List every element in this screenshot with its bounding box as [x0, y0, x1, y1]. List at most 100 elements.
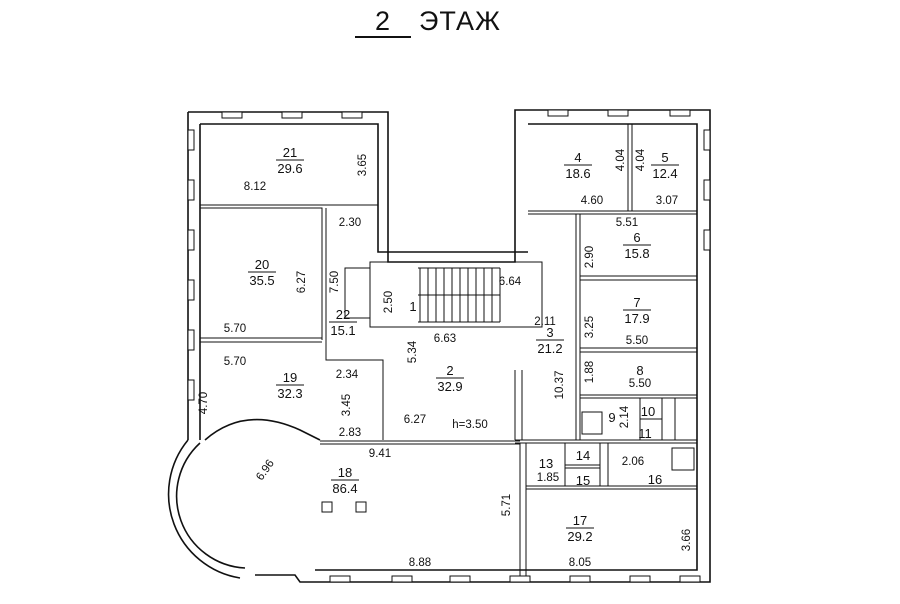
window [187, 129, 195, 151]
dimension-label: 3.25 [584, 316, 596, 338]
room-area: 35.5 [249, 273, 274, 288]
room-number: 9 [608, 410, 615, 425]
dimension-label: 3.66 [681, 529, 693, 551]
dimension-label: 1.88 [584, 361, 596, 383]
window [449, 575, 471, 583]
room-number: 6 [633, 230, 640, 245]
dimension-label: 5.71 [501, 494, 513, 516]
column [355, 501, 367, 513]
room-area: 29.2 [567, 529, 592, 544]
dimension-label: 8.12 [244, 181, 266, 193]
window [569, 575, 591, 583]
dimension-label: 5.70 [224, 323, 246, 335]
room-13: 13 [539, 456, 553, 471]
dimension-label: 6.27 [404, 414, 426, 426]
room-15: 15 [576, 473, 590, 488]
dimension-label: 2.30 [339, 217, 361, 229]
window [187, 179, 195, 201]
room-area: 32.3 [277, 386, 302, 401]
dimension-label: 2.90 [584, 246, 596, 268]
dimension-label: 9.41 [369, 448, 391, 460]
room-area: 15.1 [330, 323, 355, 338]
window [187, 229, 195, 251]
column [321, 501, 333, 513]
room-1: 1 [409, 299, 416, 314]
window [703, 179, 711, 201]
room-number: 18 [338, 465, 352, 480]
room-number: 22 [336, 307, 350, 322]
room-9: 9 [608, 410, 615, 425]
window [547, 109, 569, 117]
room-number: 16 [648, 472, 662, 487]
room-2: 232.9 [436, 363, 464, 394]
window [679, 575, 701, 583]
room-area: 21.2 [537, 341, 562, 356]
window [281, 111, 303, 119]
room-number: 7 [633, 295, 640, 310]
room-5: 512.4 [651, 150, 679, 181]
dimension-label: 7.50 [329, 271, 341, 293]
dimension-label: 6.63 [434, 333, 456, 345]
dimension-label: 2.11 [534, 316, 556, 328]
room-number: 8 [636, 363, 643, 378]
room-area: 15.8 [624, 246, 649, 261]
room-area: 12.4 [652, 166, 677, 181]
dimension-label: 3.65 [357, 154, 369, 176]
room-number: 11 [638, 426, 652, 441]
window [329, 575, 351, 583]
window [607, 109, 629, 117]
dimension-label: 5.50 [626, 335, 648, 347]
window [703, 229, 711, 251]
room-number: 10 [641, 404, 655, 419]
room-number: 19 [283, 370, 297, 385]
window [629, 575, 651, 583]
room-number: 14 [576, 448, 590, 463]
dimension-label: 4.04 [615, 148, 627, 171]
dimension-label: 5.34 [407, 340, 419, 363]
room-11: 11 [638, 426, 652, 441]
floor-label: ЭТАЖ [419, 6, 501, 36]
dimension-label: 6.64 [499, 276, 522, 288]
dimension-label: 2.06 [622, 456, 644, 468]
room-number: 2 [446, 363, 453, 378]
room-area: 86.4 [332, 481, 357, 496]
floor-title: 2 ЭТАЖ [355, 6, 501, 38]
window [391, 575, 413, 583]
floor-number: 2 [355, 6, 411, 38]
room-number: 20 [255, 257, 269, 272]
room-8: 8 [636, 363, 643, 378]
room-number: 13 [539, 456, 553, 471]
room-area: 29.6 [277, 161, 302, 176]
window [509, 575, 531, 583]
dimension-label: 4.04 [635, 148, 647, 171]
dimension-label: 2.14 [619, 405, 631, 428]
room-labels: 2129.62035.52215.11932.3232.91418.6512.4… [248, 145, 679, 544]
dimension-label: 4.60 [581, 195, 603, 207]
dimension-label: 8.05 [569, 557, 591, 569]
dimension-label: 5.70 [224, 356, 246, 368]
dimension-label: 6.96 [254, 458, 277, 483]
dimension-label: 4.70 [198, 392, 210, 414]
windows [187, 109, 711, 583]
room-area: 18.6 [565, 166, 590, 181]
ceiling-height-note: h=3.50 [452, 419, 488, 431]
window [341, 111, 363, 119]
dimension-label: 2.50 [383, 291, 395, 313]
room-14: 14 [576, 448, 590, 463]
window [187, 379, 195, 401]
staircase [418, 267, 501, 323]
room-number: 15 [576, 473, 590, 488]
room-number: 5 [661, 150, 668, 165]
room-number: 21 [283, 145, 297, 160]
dimension-label: 8.88 [409, 557, 431, 569]
dimension-label: 5.51 [616, 217, 638, 229]
room-7: 717.9 [623, 295, 651, 326]
